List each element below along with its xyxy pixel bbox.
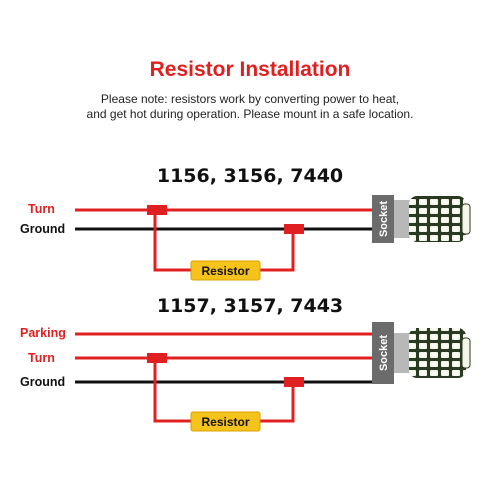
note-line-1: Please note: resistors work by convertin… (100, 92, 400, 106)
socket (372, 195, 394, 243)
turn-splice (147, 205, 167, 215)
wire-label-ground: Ground (20, 375, 66, 389)
bulb-led-body (409, 328, 466, 378)
resistor-label: Resistor (201, 264, 249, 278)
socket (372, 322, 394, 384)
wire-label-turn: Turn (28, 202, 55, 216)
wire-label-parking: Parking (20, 326, 66, 340)
resistor (190, 411, 261, 432)
diagram2: Resistor Socket (75, 322, 471, 432)
diagram1: Resistor Socket (75, 195, 471, 281)
diagram1-heading: 1156, 3156, 7440 (156, 165, 344, 187)
page-title: Resistor Installation (149, 58, 351, 81)
note-line-2: and get hot during operation. Please mou… (86, 107, 414, 121)
wire-label-ground: Ground (20, 222, 66, 236)
bulb-led-tip (461, 203, 471, 235)
ground-splice (284, 377, 304, 387)
bulb-base (394, 333, 410, 373)
socket-label: Socket (378, 335, 390, 371)
bulb-led-tip (461, 337, 471, 369)
ground-splice (284, 224, 304, 234)
resistor-label: Resistor (201, 415, 249, 429)
wire-label-turn: Turn (28, 351, 55, 365)
diagram2-heading: 1157, 3157, 7443 (156, 295, 344, 317)
turn-splice (147, 353, 167, 363)
resistor (190, 260, 261, 281)
socket-label: Socket (378, 201, 390, 237)
bulb-base (394, 200, 410, 238)
bulb-led-body (409, 196, 466, 242)
